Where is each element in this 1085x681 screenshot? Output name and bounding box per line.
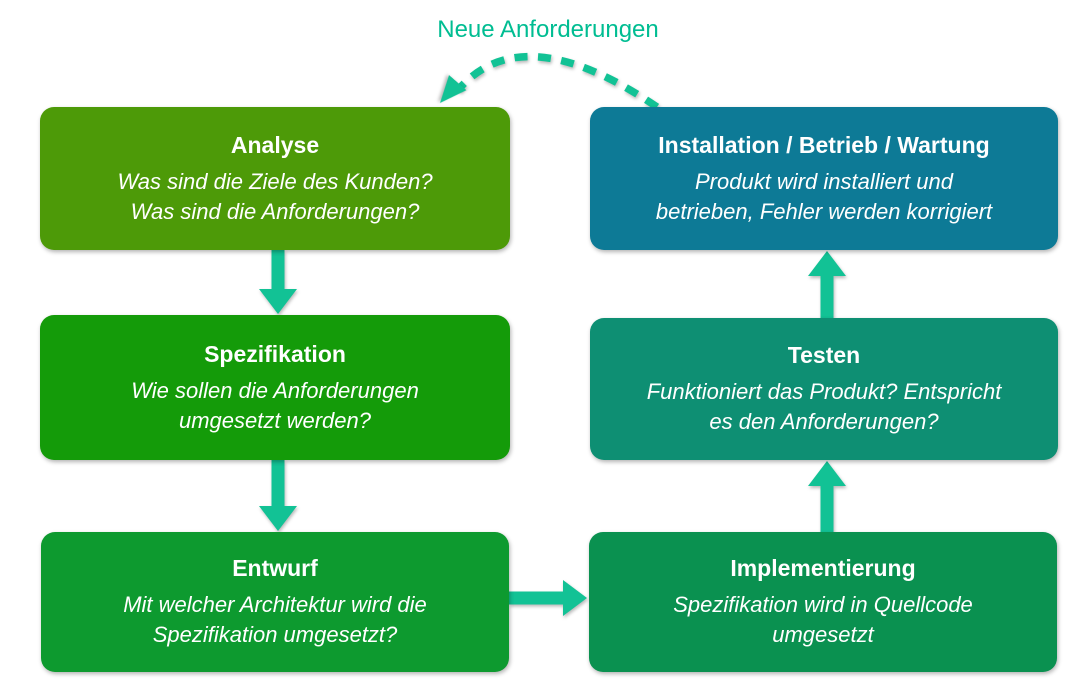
box-entwurf-subtitle-line1: Mit welcher Architektur wird die (123, 592, 427, 617)
arrow-entwurf-to-implementierung (509, 580, 587, 616)
box-testen-title: Testen (787, 342, 861, 368)
box-installation: Installation / Betrieb / Wartung Produkt… (590, 107, 1058, 250)
box-analyse-subtitle-line2: Was sind die Anforderungen? (130, 198, 420, 224)
box-entwurf-subtitle-line2: Spezifikation umgesetzt? (152, 622, 398, 647)
arrow-spezifikation-to-entwurf (259, 460, 297, 531)
box-testen-subtitle-line2: es den Anforderungen? (709, 409, 939, 434)
box-installation-subtitle-line2: betrieben, Fehler werden korrigiert (655, 198, 993, 224)
feedback-label: Neue Anforderungen (437, 16, 659, 43)
feedback-dashed-arc (455, 52, 660, 111)
box-entwurf-title: Entwurf (232, 555, 318, 581)
feedback-arrowhead-icon (440, 75, 467, 103)
box-analyse-subtitle-line1: Was sind die Ziele des Kunden? (117, 168, 433, 194)
arrow-testen-to-installation (808, 251, 846, 318)
box-installation-subtitle-line1: Produkt wird installiert und (694, 168, 953, 194)
box-implementierung: Implementierung Spezifikation wird in Qu… (589, 532, 1057, 672)
box-analyse: Analyse Was sind die Ziele des Kunden? W… (40, 107, 510, 250)
box-spezifikation-subtitle-line1: Wie sollen die Anforderungen (131, 377, 419, 403)
box-spezifikation-subtitle-line2: umgesetzt werden? (179, 407, 371, 433)
box-implementierung-subtitle-line2: umgesetzt (772, 622, 874, 647)
box-implementierung-subtitle-line1: Spezifikation wird in Quellcode (673, 592, 973, 617)
box-implementierung-title: Implementierung (730, 555, 916, 581)
arrow-implementierung-to-testen (808, 461, 846, 532)
arrow-analyse-to-spezifikation (259, 250, 297, 314)
box-analyse-title: Analyse (230, 131, 320, 158)
box-spezifikation: Spezifikation Wie sollen die Anforderung… (40, 315, 510, 460)
box-testen-subtitle-line1: Funktioniert das Produkt? Entspricht (646, 379, 1002, 404)
box-testen: Testen Funktioniert das Produkt? Entspri… (590, 318, 1058, 460)
box-installation-title: Installation / Betrieb / Wartung (658, 131, 990, 158)
box-spezifikation-title: Spezifikation (204, 340, 346, 367)
box-entwurf: Entwurf Mit welcher Architektur wird die… (41, 532, 509, 672)
